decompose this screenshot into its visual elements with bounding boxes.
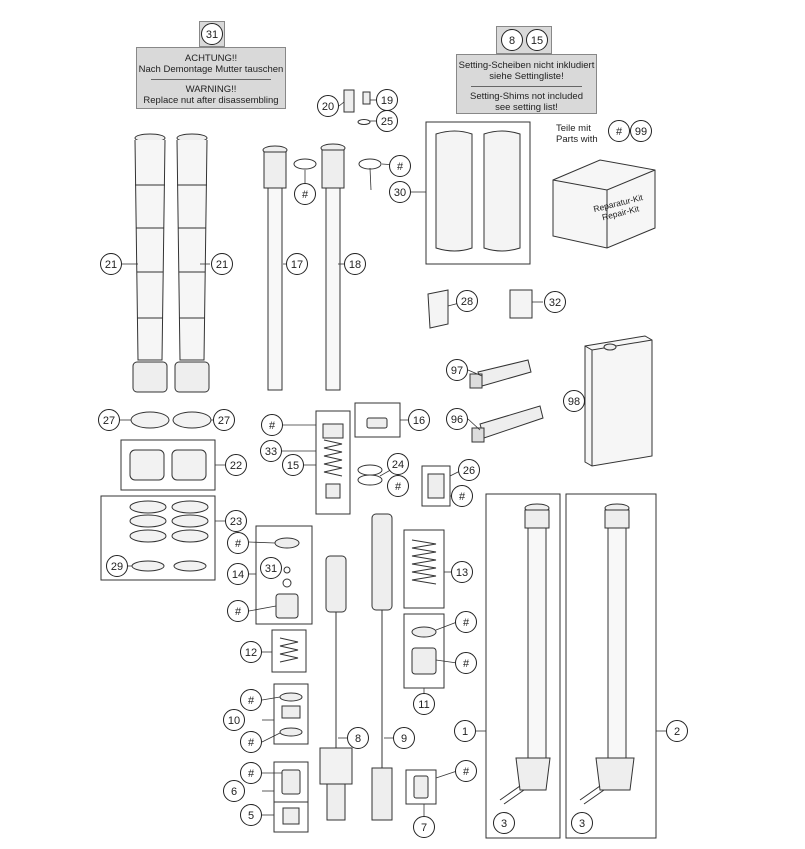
note-nut-en-title: WARNING!!: [185, 84, 237, 95]
callout-23: 23: [225, 510, 247, 532]
callout-hash-7: #: [455, 760, 477, 782]
fork-protector-left: [133, 134, 167, 392]
callout-96: 96: [446, 408, 468, 430]
cartridge-15: [316, 411, 350, 514]
oil-can-98: [585, 336, 652, 466]
callout-19: 19: [376, 89, 398, 111]
callout-hash-26: #: [451, 485, 473, 507]
callout-5: 5: [240, 804, 262, 826]
callout-3-left: 3: [493, 812, 515, 834]
inner-tube-18: [321, 90, 381, 390]
ring-27-right: [173, 412, 211, 428]
sticker-32: [510, 290, 532, 318]
callout-32: 32: [544, 291, 566, 313]
note-shims-de-line2: siehe Settingliste!: [489, 71, 564, 82]
note-nut-tag: 31: [199, 21, 225, 47]
callout-3-right: 3: [571, 812, 593, 834]
callout-15-note: 15: [526, 29, 548, 51]
callout-12: 12: [240, 641, 262, 663]
inner-tube-17: [263, 146, 316, 390]
note-shims-en-line1: Setting-Shims not included: [469, 91, 583, 102]
callout-22: 22: [225, 454, 247, 476]
callout-17: 17: [286, 253, 308, 275]
note-nut-warning: ACHTUNG!! Nach Demontage Mutter tauschen…: [136, 47, 286, 109]
callout-25: 25: [376, 110, 398, 132]
callout-98: 98: [563, 390, 585, 412]
callout-14: 14: [227, 563, 249, 585]
note-nut-en-text: Replace nut after disassembling: [143, 95, 279, 106]
callout-9: 9: [393, 727, 415, 749]
callout-2: 2: [666, 720, 688, 742]
box-12: [272, 630, 306, 672]
callout-21-right: 21: [211, 253, 233, 275]
note-nut-de-text: Nach Demontage Mutter tauschen: [138, 64, 284, 75]
grease-tube-96: [472, 406, 543, 442]
callout-28: 28: [456, 290, 478, 312]
fork-leg-2: [580, 504, 634, 804]
note-shims-tag: 8 15: [496, 26, 552, 54]
kit-legend-ref: 99: [630, 120, 652, 142]
callout-hash-10-top: #: [240, 689, 262, 711]
callout-hash-10-bottom: #: [240, 731, 262, 753]
callout-16: 16: [408, 409, 430, 431]
callout-1: 1: [454, 720, 476, 742]
fork-leg-1: [500, 504, 550, 804]
callout-hash-24: #: [387, 475, 409, 497]
callout-33: 33: [260, 440, 282, 462]
callout-hash-18: #: [389, 155, 411, 177]
callout-6: 6: [223, 780, 245, 802]
kit-legend-hash: #: [608, 120, 630, 142]
callout-31: 31: [260, 557, 282, 579]
callout-10: 10: [223, 709, 245, 731]
callout-29: 29: [106, 555, 128, 577]
callout-18: 18: [344, 253, 366, 275]
callout-20: 20: [317, 95, 339, 117]
callout-30: 30: [389, 181, 411, 203]
repair-kit-box: [553, 160, 655, 248]
callout-27-left: 27: [98, 409, 120, 431]
kit-legend-text: Teile mit Parts with: [556, 123, 598, 145]
callout-26: 26: [458, 459, 480, 481]
callout-hash-15: #: [261, 414, 283, 436]
callout-hash-17: #: [294, 183, 316, 205]
kit-legend-en: Parts with: [556, 134, 598, 145]
callout-hash-11-bottom: #: [455, 652, 477, 674]
callout-21-left: 21: [100, 253, 122, 275]
fork-protector-right: [175, 134, 209, 392]
callout-hash-11-top: #: [455, 611, 477, 633]
callout-hash-6: #: [240, 762, 262, 784]
grease-tube-97: [470, 360, 531, 388]
note-shims: Setting-Scheiben nicht inkludiert siehe …: [456, 54, 597, 114]
box-13: [404, 530, 444, 608]
damper-rod-8: [320, 556, 352, 820]
callout-11: 11: [413, 693, 435, 715]
callout-hash-14-top: #: [227, 532, 249, 554]
callout-97: 97: [446, 359, 468, 381]
callout-7: 7: [413, 816, 435, 838]
callout-15: 15: [282, 454, 304, 476]
note-shims-de-line1: Setting-Scheiben nicht inkludiert: [458, 60, 595, 71]
note-nut-de-title: ACHTUNG!!: [184, 53, 238, 64]
callout-hash-14-bottom: #: [227, 600, 249, 622]
ring-24: [358, 465, 382, 475]
callout-31-note: 31: [201, 23, 223, 45]
callout-27-right: 27: [213, 409, 235, 431]
callout-24: 24: [387, 453, 409, 475]
callout-8-note: 8: [501, 29, 523, 51]
sticker-28: [428, 290, 448, 328]
kit-legend-de: Teile mit: [556, 123, 591, 134]
callout-13: 13: [451, 561, 473, 583]
ring-27-left: [131, 412, 169, 428]
damper-rod-9: [372, 514, 392, 820]
note-shims-en-line2: see setting list!: [495, 102, 558, 113]
callout-8: 8: [347, 727, 369, 749]
